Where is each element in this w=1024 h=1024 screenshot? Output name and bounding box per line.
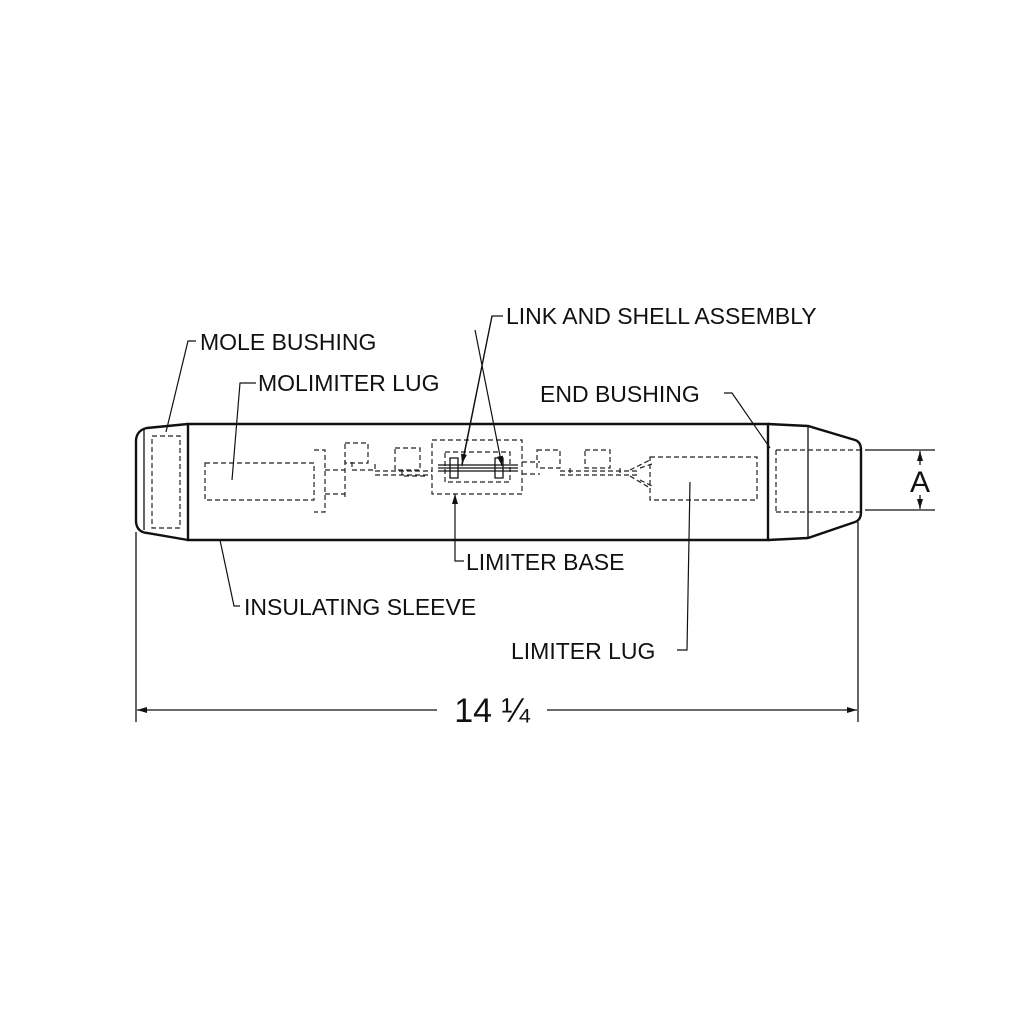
leader-limiter-base <box>452 494 464 562</box>
dimension-lines <box>135 449 935 722</box>
label-end-bushing: END BUSHING <box>540 381 700 407</box>
limiter-lug-hidden <box>649 456 758 501</box>
leader-link-and-shell <box>461 315 503 466</box>
end-bushing-outline <box>767 422 863 542</box>
label-limiter-base: LIMITER BASE <box>466 549 624 575</box>
leader-insulating-sleeve <box>219 539 240 607</box>
label-limiter-lug: LIMITER LUG <box>511 638 655 664</box>
label-mole-bushing: MOLE BUSHING <box>200 329 376 355</box>
label-molimiter-lug: MOLIMITER LUG <box>258 370 439 396</box>
leader-molimiter-lug <box>231 382 256 481</box>
mole-bushing-outline <box>134 422 189 542</box>
leader-limiter-lug <box>677 481 691 651</box>
end-bushing-hidden <box>775 449 860 513</box>
callout-labels: MOLE BUSHING MOLIMITER LUG LINK AND SHEL… <box>200 303 930 730</box>
label-link-and-shell-assembly: LINK AND SHELL ASSEMBLY <box>506 303 817 329</box>
overall-length-value: 14 ¼ <box>454 692 530 730</box>
mole-bushing-hidden <box>151 435 181 529</box>
diameter-label: A <box>910 466 930 499</box>
leader-end-bushing <box>724 392 771 449</box>
label-insulating-sleeve: INSULATING SLEEVE <box>244 594 476 620</box>
molimiter-lug-hidden <box>204 462 315 501</box>
limiter-base-hidden <box>431 439 523 495</box>
assembly-body <box>134 422 863 542</box>
leader-lines <box>165 315 771 651</box>
internal-hidden-parts <box>204 439 758 513</box>
leader-mole-bushing <box>165 340 196 433</box>
insulating-sleeve-outline <box>186 422 770 542</box>
